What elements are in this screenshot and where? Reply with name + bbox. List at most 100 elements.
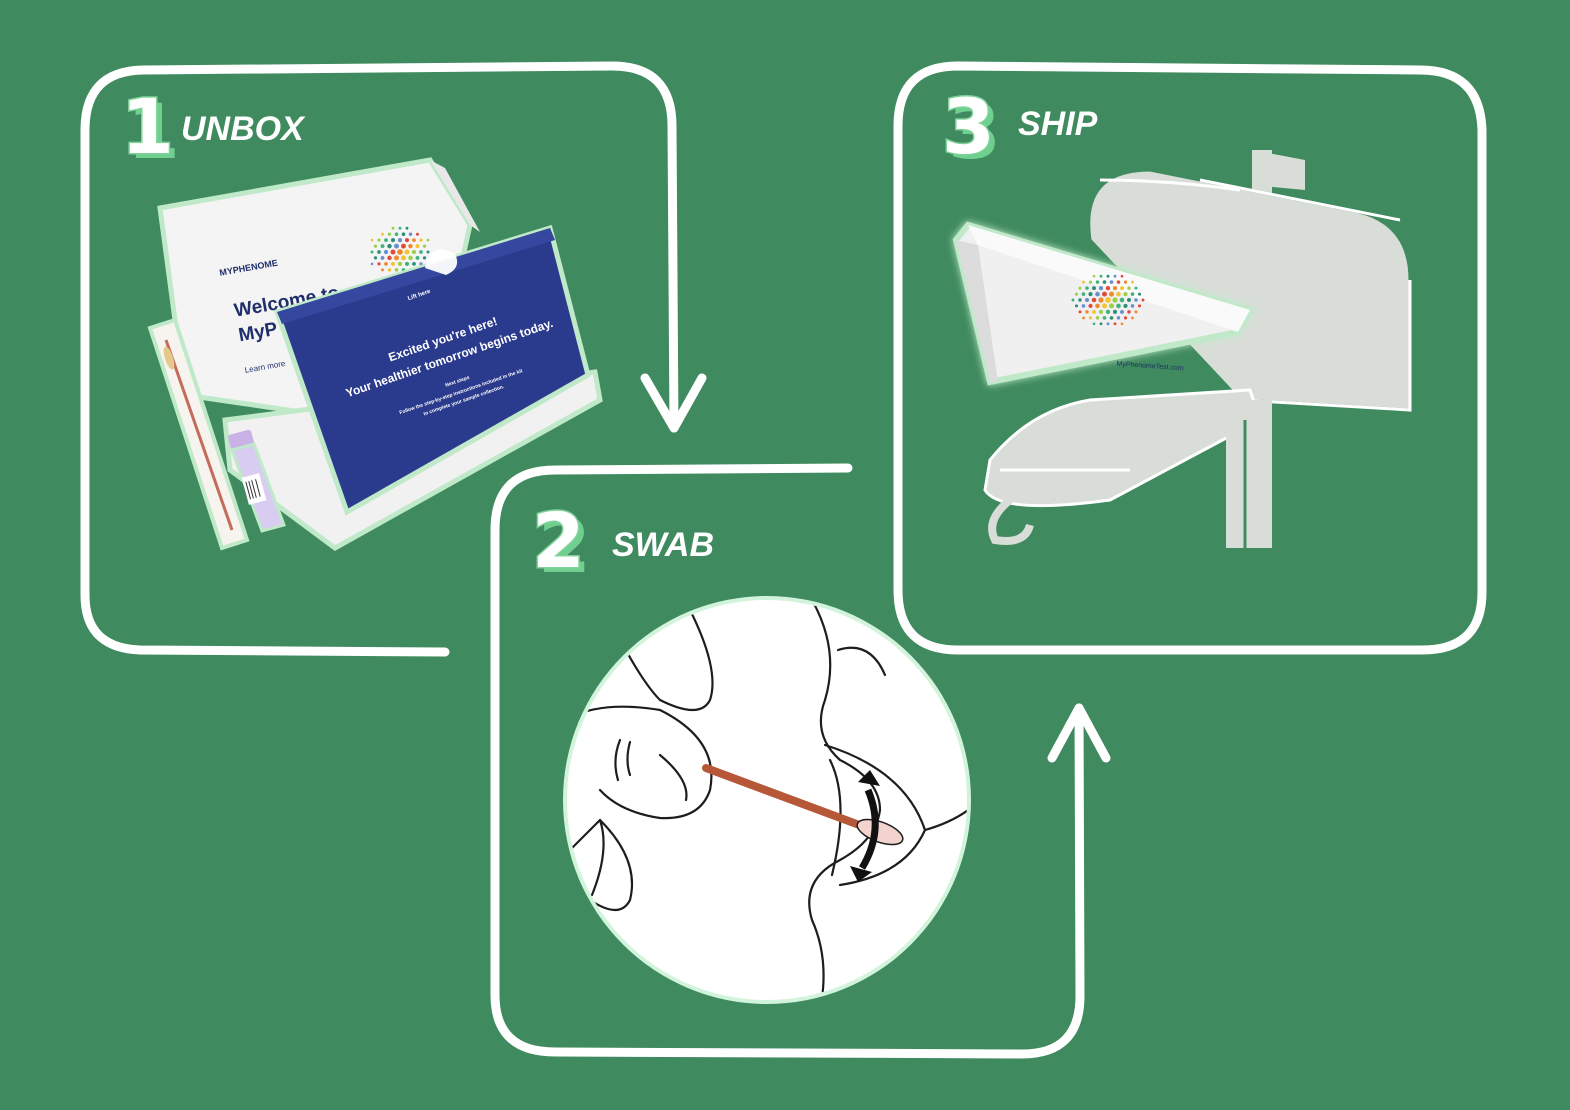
sample-vial-icon <box>228 429 286 533</box>
hex-dot <box>1095 316 1100 320</box>
hex-dot <box>381 268 384 272</box>
arrow-up-icon <box>1047 703 1111 763</box>
hex-dot <box>408 243 413 249</box>
step1-number: 1 <box>121 82 174 171</box>
hex-dot <box>419 262 423 266</box>
hex-dot <box>384 238 388 242</box>
hex-dot <box>380 244 385 249</box>
hex-dot <box>408 255 413 261</box>
hex-dot <box>1116 316 1121 320</box>
hex-dot <box>1088 316 1093 320</box>
hex-dot <box>405 226 409 230</box>
hex-dot <box>1123 292 1128 297</box>
hex-dot <box>1098 297 1104 303</box>
hex-dot <box>1081 292 1086 296</box>
hex-dot <box>1134 310 1138 314</box>
hex-dot <box>1112 297 1118 303</box>
hex-dot <box>1078 298 1082 302</box>
hex-dot <box>415 244 420 249</box>
hex-dot <box>1102 316 1107 320</box>
step3-frame <box>893 61 1487 655</box>
step1-heading: 1 1 UNBOX <box>120 81 307 177</box>
hex-dot <box>1109 291 1114 297</box>
hex-dot <box>416 232 419 236</box>
arrow-down-icon <box>640 373 707 433</box>
hex-dot <box>1123 303 1128 308</box>
hex-dot <box>1131 280 1134 284</box>
hex-dot <box>390 238 396 243</box>
hex-dot <box>426 250 430 254</box>
hex-dot <box>1105 309 1111 315</box>
hex-dot <box>377 262 381 266</box>
hex-dot <box>1120 274 1124 278</box>
hex-dot <box>387 268 392 272</box>
hex-dot <box>1116 303 1121 309</box>
kit-illustration: MYPHENOME Welcome to MyP Learn more <box>147 157 603 551</box>
hex-dot <box>1134 298 1138 302</box>
hex-dot <box>426 238 430 242</box>
hex-dot <box>422 244 427 248</box>
svg-text:3: 3 <box>948 87 1001 176</box>
hex-dot <box>1106 322 1110 326</box>
hex-dot <box>391 226 395 230</box>
hex-dot <box>1137 292 1142 296</box>
hex-dot <box>419 250 423 254</box>
hex-dot <box>1105 297 1111 303</box>
hex-dot <box>1074 292 1079 296</box>
hex-dot <box>1099 274 1103 278</box>
hex-dot <box>1088 280 1093 284</box>
hex-dot <box>1113 274 1117 278</box>
hex-dot <box>1092 286 1096 291</box>
hex-dot <box>387 232 392 236</box>
hex-dot <box>1112 309 1118 315</box>
ship-box: MyPhenomeTest.com <box>952 221 1255 386</box>
mailbox-icon <box>983 150 1412 548</box>
hex-dot <box>1085 310 1089 314</box>
hex-dot <box>397 249 403 255</box>
swab-tube-icon <box>147 317 250 551</box>
hex-dot <box>1085 286 1089 290</box>
hex-dot <box>1088 292 1093 297</box>
step2-frame <box>490 463 1085 1059</box>
hex-dot <box>411 249 417 255</box>
hex-dot <box>398 226 402 230</box>
hex-dot <box>1127 286 1131 290</box>
hex-dot <box>1109 303 1114 309</box>
hex-dot <box>390 261 396 266</box>
hex-dot <box>1120 286 1124 291</box>
hex-dot <box>1116 291 1121 297</box>
hex-dot <box>387 255 392 261</box>
hex-dot <box>1082 280 1085 284</box>
hex-dot <box>1137 304 1142 308</box>
hex-dot <box>1119 297 1125 303</box>
hex-dot <box>1109 316 1114 320</box>
hex-dot <box>1106 274 1110 278</box>
hex-dot <box>1098 285 1104 291</box>
hex-dot <box>380 255 385 260</box>
hex-dot <box>1134 286 1138 290</box>
hex-dot <box>412 262 416 266</box>
hex-dot <box>1082 316 1085 320</box>
hex-dot <box>422 256 427 260</box>
hex-dot <box>384 262 388 266</box>
hex-dot <box>1126 297 1132 303</box>
kit-blue-card: Lift here Excited you're here! Your heal… <box>273 224 591 516</box>
hex-dot <box>412 238 416 242</box>
hex-dot <box>381 232 384 236</box>
hex-dot <box>1105 285 1111 291</box>
hex-dot <box>401 255 406 261</box>
hex-dot <box>1120 322 1124 326</box>
hex-dot <box>1092 322 1096 326</box>
hex-dot <box>1098 309 1104 315</box>
hex-dot <box>1078 310 1082 314</box>
hex-dot <box>419 238 423 242</box>
hex-dot <box>1109 280 1114 284</box>
hex-dot <box>394 255 399 261</box>
hex-dot <box>404 249 410 255</box>
hex-dot <box>1123 280 1128 284</box>
ship-box-url: MyPhenomeTest.com <box>1116 361 1184 373</box>
hex-dot <box>1084 297 1090 303</box>
cheek-swab-icon <box>563 596 971 1004</box>
hex-dot <box>394 268 399 272</box>
